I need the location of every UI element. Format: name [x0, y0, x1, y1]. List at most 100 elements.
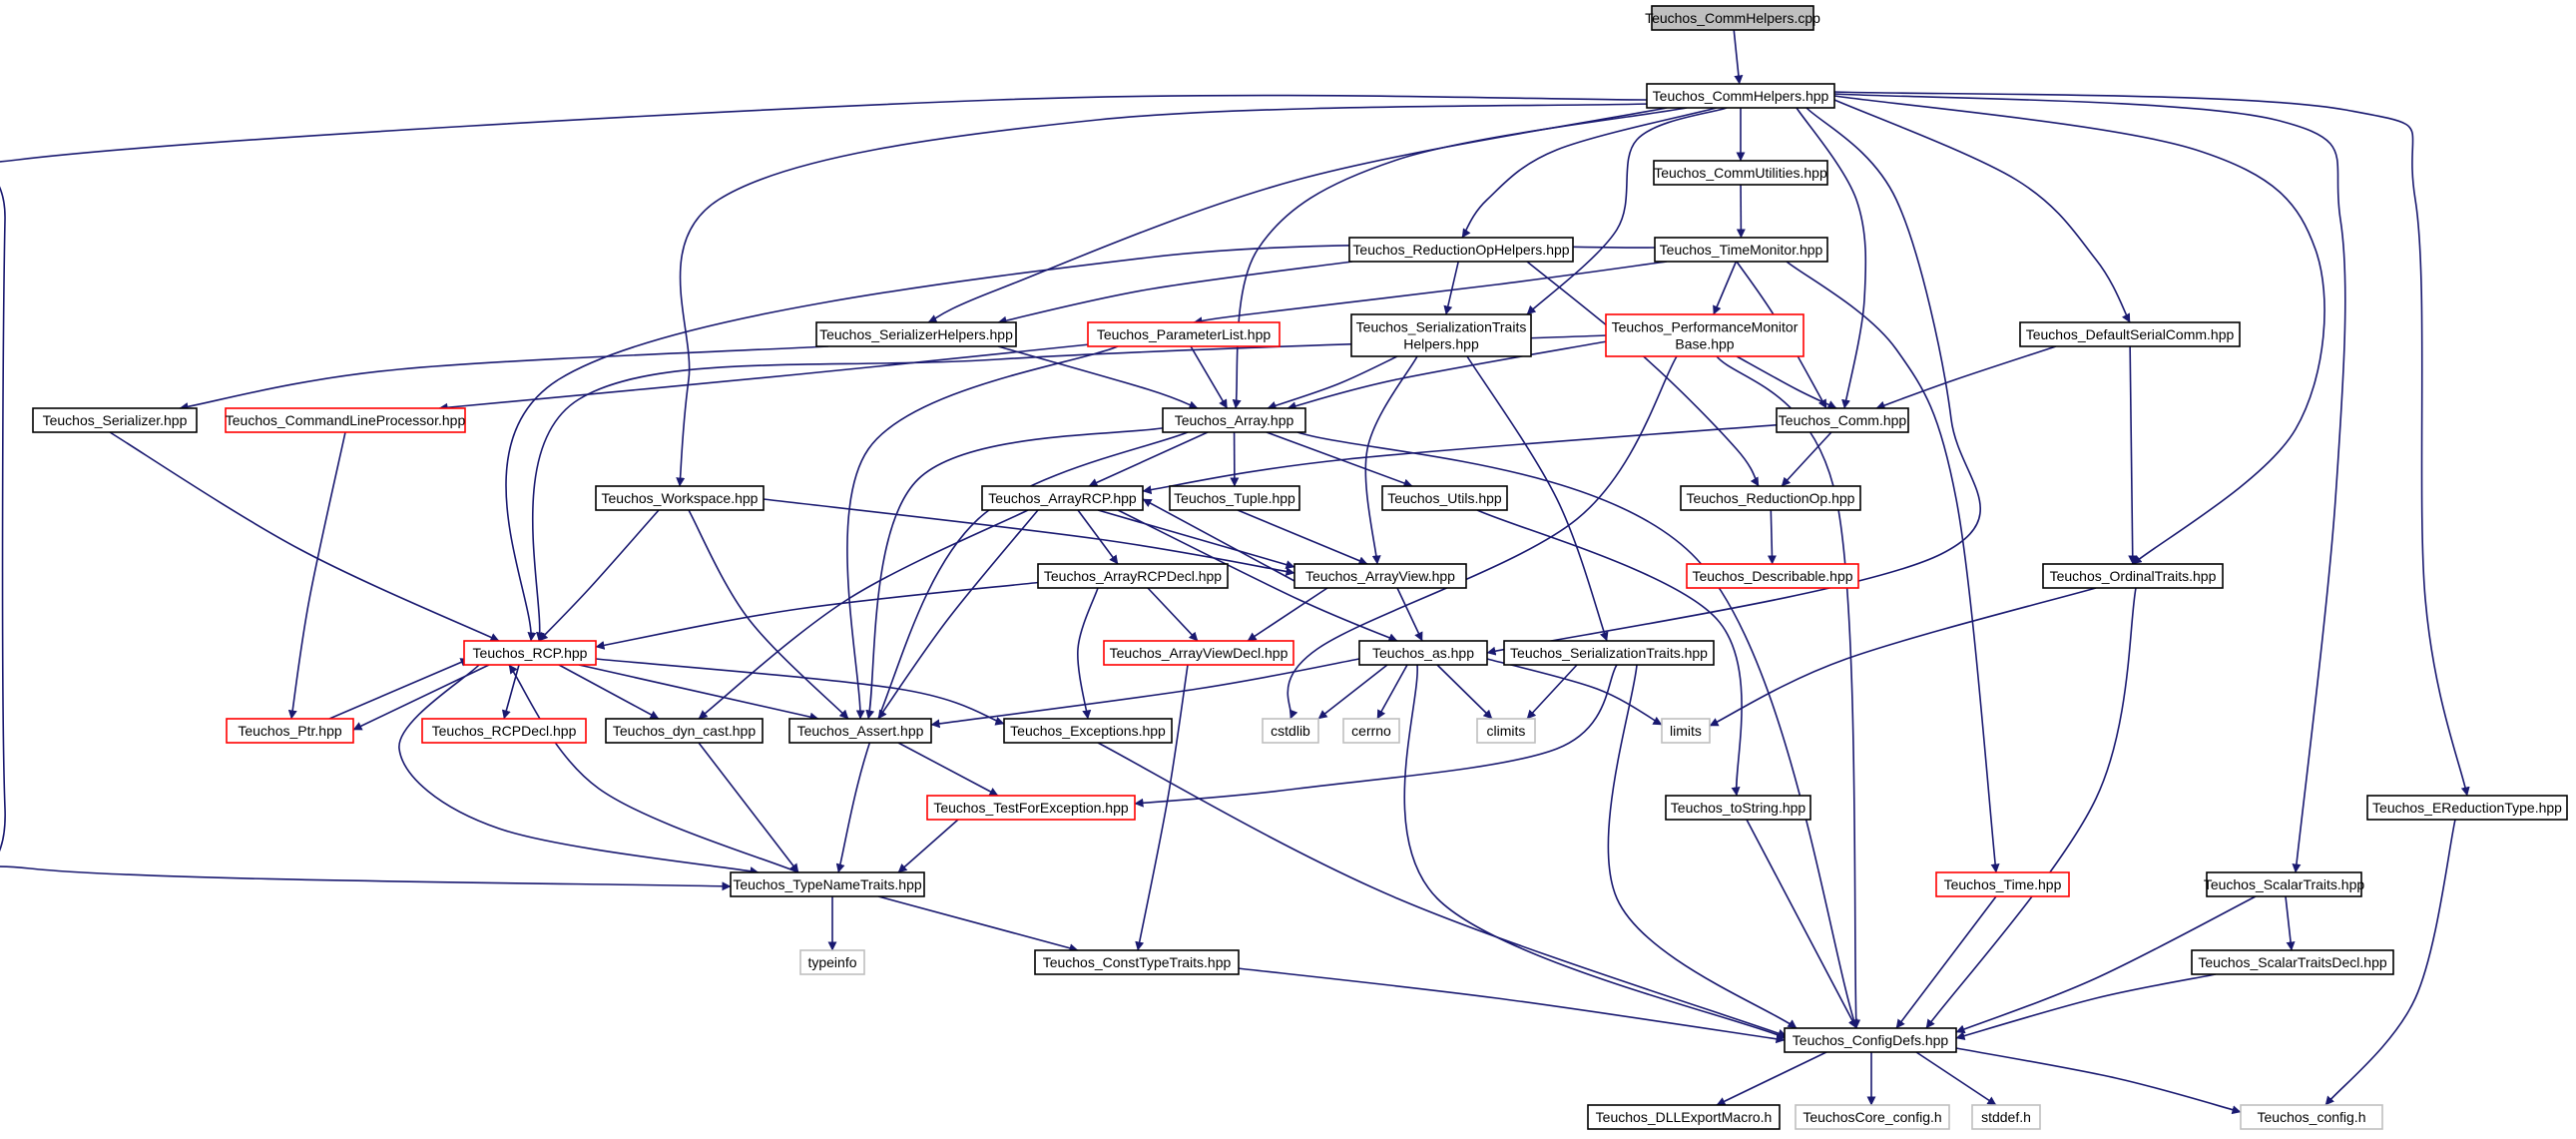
node-timemonitor[interactable]: Teuchos_TimeMonitor.hpp [1654, 237, 1828, 263]
node-arrayrcpdecl[interactable]: Teuchos_ArrayRCPDecl.hpp [1037, 563, 1229, 589]
edge-parameterlist-to-commandlineprocessor [438, 343, 1091, 412]
node-dllexportmacro[interactable]: Teuchos_DLLExportMacro.h [1587, 1104, 1781, 1130]
edge-commandlineprocessor-to-ptr [287, 431, 346, 720]
node-box [1087, 321, 1281, 347]
node-box [2366, 795, 2568, 821]
node-dyncast[interactable]: Teuchos_dyn_cast.hpp [605, 718, 764, 744]
node-teuchoscore_config[interactable]: TeuchosCore_config.h [1795, 1104, 1950, 1130]
node-commhelpers_hpp[interactable]: Teuchos_CommHelpers.hpp [1646, 83, 1835, 109]
node-tostring[interactable]: Teuchos_toString.hpp [1665, 795, 1811, 821]
node-box [1103, 640, 1294, 666]
node-array[interactable]: Teuchos_Array.hpp [1162, 407, 1306, 433]
node-box [1935, 871, 2070, 897]
node-reductionop[interactable]: Teuchos_ReductionOp.hpp [1680, 485, 1861, 511]
node-workspace[interactable]: Teuchos_Workspace.hpp [595, 485, 765, 511]
node-scalartraitsdecl[interactable]: Teuchos_ScalarTraitsDecl.hpp [2191, 949, 2394, 975]
node-label: Teuchos_CommHelpers.cpp [1645, 10, 1820, 26]
node-label: Teuchos_ReductionOp.hpp [1687, 490, 1855, 506]
node-tuple[interactable]: Teuchos_Tuple.hpp [1169, 485, 1300, 511]
node-box [226, 718, 354, 744]
node-consttypetraits[interactable]: Teuchos_ConstTypeTraits.hpp [1034, 949, 1240, 975]
node-testforexception[interactable]: Teuchos_TestForException.hpp [926, 795, 1136, 821]
node-label: Teuchos_Comm.hpp [1779, 412, 1907, 428]
node-box [981, 485, 1144, 511]
node-label: Teuchos_EReductionType.hpp [2372, 800, 2562, 816]
node-as[interactable]: Teuchos_as.hpp [1358, 640, 1488, 666]
node-scalartraits[interactable]: Teuchos_ScalarTraits.hpp [2204, 871, 2365, 897]
node-teuchos_config[interactable]: Teuchos_config.h [2240, 1104, 2383, 1130]
edge-comm-to-arrayrcp [1142, 423, 1788, 495]
node-label: cerrno [1351, 723, 1391, 739]
node-exceptions[interactable]: Teuchos_Exceptions.hpp [1003, 718, 1173, 744]
node-typeinfo[interactable]: typeinfo [799, 949, 865, 975]
node-ereductiontype[interactable]: Teuchos_EReductionType.hpp [2366, 795, 2568, 821]
node-describable[interactable]: Teuchos_Describable.hpp [1686, 563, 1859, 589]
node-reductionophelpers[interactable]: Teuchos_ReductionOpHelpers.hpp [1348, 237, 1574, 263]
node-serializationtraits[interactable]: Teuchos_SerializationTraits.hpp [1503, 640, 1715, 666]
node-commhelpers_cpp[interactable]: Teuchos_CommHelpers.cpp [1645, 5, 1820, 31]
edge-array-to-arrayrcp [1088, 431, 1209, 487]
node-ptr[interactable]: Teuchos_Ptr.hpp [226, 718, 354, 744]
node-label: Helpers.hpp [1403, 336, 1479, 352]
node-arrayviewdecl[interactable]: Teuchos_ArrayViewDecl.hpp [1103, 640, 1294, 666]
node-commutilities[interactable]: Teuchos_CommUtilities.hpp [1653, 160, 1828, 186]
node-box [815, 321, 1017, 347]
edge-typenametraits-to-rcp [508, 664, 799, 873]
edge-commhelpers_hpp-to-workspace [676, 103, 1650, 487]
edge-commhelpers_hpp-to-ereductiontype [1833, 91, 2470, 797]
node-label: Teuchos_dyn_cast.hpp [613, 723, 756, 739]
edge-arrayrcp-to-as [1117, 509, 1398, 642]
node-box [463, 640, 597, 666]
node-box [225, 407, 466, 433]
node-rcpdecl[interactable]: Teuchos_RCPDecl.hpp [421, 718, 587, 744]
node-arrayrcp[interactable]: Teuchos_ArrayRCP.hpp [981, 485, 1144, 511]
edge-arrayrcpdecl-to-exceptions [1077, 587, 1099, 720]
node-box [1651, 5, 1814, 31]
node-utils[interactable]: Teuchos_Utils.hpp [1381, 485, 1508, 511]
node-cstdlib[interactable]: cstdlib [1262, 718, 1319, 744]
node-climits[interactable]: climits [1476, 718, 1536, 744]
edge-commhelpers_hpp-to-reductionophelpers [1461, 107, 1718, 239]
node-label: Teuchos_ScalarTraitsDecl.hpp [2198, 954, 2387, 970]
node-box [421, 718, 587, 744]
node-comm[interactable]: Teuchos_Comm.hpp [1776, 407, 1909, 433]
node-rcp[interactable]: Teuchos_RCP.hpp [463, 640, 597, 666]
edge-rcp-to-exceptions [595, 658, 1005, 726]
node-typenametraits[interactable]: Teuchos_TypeNameTraits.hpp [730, 871, 925, 897]
node-defaultserialcomm[interactable]: Teuchos_DefaultSerialComm.hpp [2019, 321, 2241, 347]
edge-defaultserialcomm-to-comm [1875, 345, 2057, 410]
edge-commhelpers_cpp-to-commhelpers_hpp [1733, 29, 1744, 85]
node-box [1162, 407, 1306, 433]
node-ordinaltraits[interactable]: Teuchos_OrdinalTraits.hpp [2042, 563, 2224, 589]
edge-commhelpers_hpp-to-defaultserialcomm [1833, 99, 2131, 323]
edge-array-to-utils [1266, 431, 1413, 488]
node-box [595, 485, 765, 511]
node-serializerhelpers[interactable]: Teuchos_SerializerHelpers.hpp [815, 321, 1017, 347]
node-box [1653, 160, 1828, 186]
edge-utils-to-tostring [1476, 509, 1743, 797]
node-label: Teuchos_Array.hpp [1175, 412, 1294, 428]
node-parameterlist[interactable]: Teuchos_ParameterList.hpp [1087, 321, 1281, 347]
edge-serializationtraits-to-climits [1526, 664, 1578, 720]
edge-configdefs-to-teuchos_config [1955, 1047, 2242, 1115]
node-serializer[interactable]: Teuchos_Serializer.hpp [32, 407, 198, 433]
node-assert[interactable]: Teuchos_Assert.hpp [788, 718, 932, 744]
edge-perfmonitorbase-to-array [1287, 340, 1608, 411]
node-label: Teuchos_Serializer.hpp [43, 412, 188, 428]
node-stddef[interactable]: stddef.h [1971, 1104, 2041, 1130]
edge-commhelpers_hpp-to-ordinaltraits [1833, 95, 2325, 565]
node-limits[interactable]: limits [1661, 718, 1711, 744]
node-configdefs[interactable]: Teuchos_ConfigDefs.hpp [1784, 1027, 1957, 1053]
node-arrayview[interactable]: Teuchos_ArrayView.hpp [1293, 563, 1467, 589]
node-cerrno[interactable]: cerrno [1342, 718, 1400, 744]
edge-arrayviewdecl-to-consttypetraits [1135, 664, 1189, 951]
node-box [1661, 718, 1711, 744]
node-label: Teuchos_TestForException.hpp [933, 800, 1129, 816]
edge-consttypetraits-to-configdefs [1237, 967, 1786, 1044]
node-time[interactable]: Teuchos_Time.hpp [1935, 871, 2070, 897]
node-box [2042, 563, 2224, 589]
node-box [1784, 1027, 1957, 1053]
node-commandlineprocessor[interactable]: Teuchos_CommandLineProcessor.hpp [225, 407, 466, 433]
